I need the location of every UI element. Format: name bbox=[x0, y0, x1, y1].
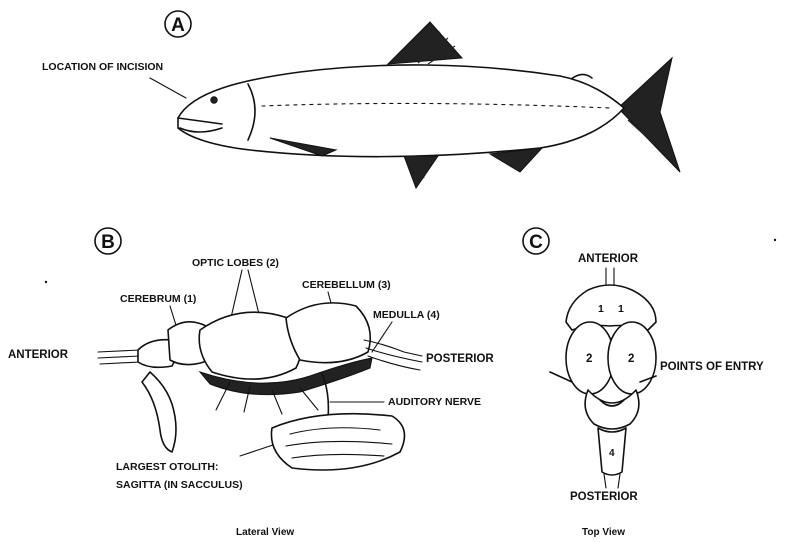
incision-label: LOCATION OF INCISION bbox=[42, 61, 163, 73]
auditory-nerve-label: AUDITORY NERVE bbox=[388, 396, 481, 408]
cerebrum-top bbox=[566, 285, 656, 330]
panel-b: B OPTIC LOBES (2) CEREBELLUM (3) CEREBRU… bbox=[8, 228, 494, 538]
speck bbox=[45, 281, 47, 283]
posterior-label-top: POSTERIOR bbox=[570, 491, 638, 503]
pelvic-fin bbox=[404, 156, 438, 188]
fish-body bbox=[178, 65, 624, 157]
medulla-label: MEDULLA (4) bbox=[373, 309, 440, 321]
number-4: 4 bbox=[609, 448, 615, 459]
number-1-left: 1 bbox=[598, 303, 604, 315]
number-1-right: 1 bbox=[618, 303, 624, 315]
top-view-caption: Top View bbox=[582, 527, 625, 538]
lateral-view-caption: Lateral View bbox=[236, 527, 294, 538]
posterior-label-lateral: POSTERIOR bbox=[426, 353, 494, 365]
speck bbox=[774, 239, 776, 241]
otolith-label-line2: SAGITTA (IN SACCULUS) bbox=[116, 479, 243, 491]
pituitary-stalk bbox=[142, 372, 176, 452]
points-of-entry-label: POINTS OF ENTRY bbox=[660, 361, 764, 373]
cerebellum bbox=[286, 303, 370, 363]
fish-eye-icon bbox=[211, 97, 217, 103]
number-2-right: 2 bbox=[628, 353, 634, 365]
posterior-nerves bbox=[364, 340, 422, 370]
medulla-leader bbox=[372, 322, 392, 352]
spinal-cord bbox=[604, 474, 620, 488]
cerebrum-label: CEREBRUM (1) bbox=[120, 293, 196, 305]
panel-c-letter: C bbox=[529, 232, 543, 253]
anterior-label-lateral: ANTERIOR bbox=[8, 349, 69, 361]
cerebellum-top bbox=[585, 390, 639, 429]
number-2-left: 2 bbox=[586, 353, 592, 365]
anterior-label-top: ANTERIOR bbox=[578, 253, 639, 265]
caudal-fin bbox=[618, 58, 680, 172]
otolith-label-line1: LARGEST OTOLITH: bbox=[116, 461, 218, 473]
panel-a-letter: A bbox=[171, 15, 185, 36]
panel-a: A LOCATION OF INCISION bbox=[42, 11, 680, 188]
incision-leader-line bbox=[150, 78, 186, 98]
dorsal-fin bbox=[388, 22, 462, 64]
anterior-nerves bbox=[98, 350, 140, 364]
optic-lobes-label: OPTIC LOBES (2) bbox=[192, 257, 279, 269]
cerebellum-label: CEREBELLUM (3) bbox=[302, 279, 391, 291]
panel-b-letter: B bbox=[101, 232, 115, 253]
